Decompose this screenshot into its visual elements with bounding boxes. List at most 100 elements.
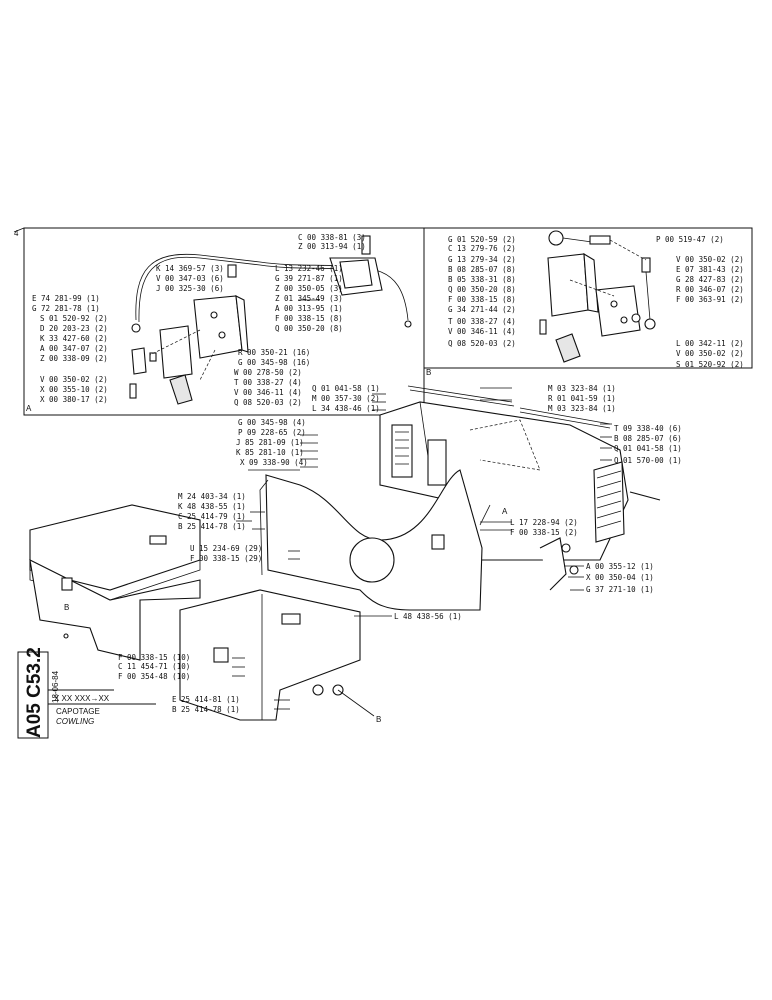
part-label: C 25 414-79 (1) — [178, 512, 246, 521]
part-label: B 08 285-07 (6) — [614, 434, 682, 443]
part-label: G 34 271-44 (2) — [448, 305, 516, 314]
panel-a-label: A — [26, 404, 32, 413]
part-label: G 72 281-78 (1) — [32, 304, 100, 313]
part-label: L 48 438-56 (1) — [394, 612, 462, 621]
part-label: F 00 363-91 (2) — [676, 295, 744, 304]
part-label: J 00 325-30 (6) — [156, 284, 224, 293]
part-label: T 09 338-40 (6) — [614, 424, 682, 433]
part-label: G 01 520-59 (2) — [448, 235, 516, 244]
part-label: V 00 350-02 (2) — [40, 375, 108, 384]
part-label: A 00 355-12 (1) — [586, 562, 654, 571]
part-label: V 00 346-11 (4) — [448, 327, 516, 336]
part-label: Z 00 338-09 (2) — [40, 354, 108, 363]
part-label: Q 01 041-58 (1) — [614, 444, 682, 453]
part-label: Q 00 350-20 (8) — [275, 324, 343, 333]
part-label: G 00 345-98 (16) — [238, 358, 310, 367]
part-label: K 33 427-60 (2) — [40, 334, 108, 343]
part-label: V 00 350-02 (2) — [676, 255, 744, 264]
part-label: Z 01 345-49 (3) — [275, 294, 343, 303]
ref-label-b: B — [376, 715, 381, 724]
panel-a-labels: C 00 338-81 (3) Z 00 313-94 (1) K 14 369… — [32, 233, 366, 407]
part-label: X 09 338-90 (4) — [240, 458, 308, 467]
drawing-code: A05 C53.2 — [24, 647, 45, 738]
part-label: F 00 338-15 (10) — [118, 653, 190, 662]
part-label: Q 00 350-20 (8) — [448, 285, 516, 294]
latch-assembly-a-illustration — [129, 235, 412, 405]
part-label: R 00 346-07 (2) — [676, 285, 744, 294]
part-label: E 07 381-43 (2) — [676, 265, 744, 274]
part-label: V 00 346-11 (4) — [234, 388, 302, 397]
part-label: T 00 338-27 (4) — [448, 317, 516, 326]
part-label: Q 08 520-03 (2) — [448, 339, 516, 348]
part-label: G 28 427-83 (2) — [676, 275, 744, 284]
part-label: L 13 232-46 (1) — [275, 264, 343, 273]
panel-b-labels: G 01 520-59 (2) C 13 279-76 (2) G 13 279… — [448, 235, 744, 369]
part-label: C 11 454-71 (10) — [118, 662, 190, 671]
serial-range: X XX XXX→XX — [54, 694, 110, 703]
title-fr: CAPOTAGE — [56, 707, 100, 716]
part-label: L 00 342-11 (2) — [676, 339, 744, 348]
latch-assembly-b-illustration — [539, 230, 656, 363]
part-label: K 48 438-55 (1) — [178, 502, 246, 511]
part-label: U 15 234-69 (29) — [190, 544, 262, 553]
part-label: R 00 350-21 (16) — [238, 348, 310, 357]
part-label: F 00 338-15 (29) — [190, 554, 262, 563]
part-label: F 00 354-48 (10) — [118, 672, 190, 681]
part-label: M 03 323-84 (1) — [548, 384, 616, 393]
part-label: P 00 519-47 (2) — [656, 235, 724, 244]
part-label: C 13 279-76 (2) — [448, 244, 516, 253]
part-label: C 00 338-81 (3) — [298, 233, 366, 242]
corner-mark: 4 — [14, 229, 19, 238]
detail-panel-b: B — [424, 227, 753, 377]
part-label: P 09 228-65 (2) — [238, 428, 306, 437]
part-label: Q 01 041-58 (1) — [312, 384, 380, 393]
part-label: K 85 281-10 (1) — [236, 448, 304, 457]
part-label: F 00 338-15 (2) — [510, 528, 578, 537]
part-label: G 39 271-87 (1) — [275, 274, 343, 283]
part-label: L 17 228-94 (2) — [510, 518, 578, 527]
part-label: Z 00 350-05 (3) — [275, 284, 343, 293]
part-label: G 00 345-98 (4) — [238, 418, 306, 427]
part-label: J 85 281-09 (1) — [236, 438, 304, 447]
ref-label-a: A — [502, 507, 508, 516]
part-label: F 00 338-15 (8) — [275, 314, 343, 323]
part-label: B 08 285-07 (8) — [448, 265, 516, 274]
part-label: A 00 347-07 (2) — [40, 344, 108, 353]
part-label: Z 00 313-94 (1) — [298, 242, 366, 251]
part-label: B 25 414-78 (1) — [178, 522, 246, 531]
part-label: M 00 357-30 (2) — [312, 394, 380, 403]
part-label: G 13 279-34 (2) — [448, 255, 516, 264]
part-label: R 01 041-59 (1) — [548, 394, 616, 403]
part-label: V 00 350-02 (2) — [676, 349, 744, 358]
part-label: L 34 438-46 (1) — [312, 404, 380, 413]
part-label: M 24 403-34 (1) — [178, 492, 246, 501]
part-label: G 37 271-10 (1) — [586, 585, 654, 594]
cowling-assembly-illustration — [29, 385, 661, 721]
part-label: S 01 520-92 (2) — [40, 314, 108, 323]
part-label: Q 08 520-03 (2) — [234, 398, 302, 407]
part-label: M 03 323-84 (1) — [548, 404, 616, 413]
title-block: A05 C53.2 18-06-84 X XX XXX→XX CAPOTAGE … — [17, 647, 156, 739]
part-label: X 00 380-17 (2) — [40, 395, 108, 404]
part-label: X 00 350-04 (1) — [586, 573, 654, 582]
part-label: X 00 355-10 (2) — [40, 385, 108, 394]
part-label: S 01 520-92 (2) — [676, 360, 744, 369]
main-labels: Q 01 041-58 (1) M 00 357-30 (2) L 34 438… — [64, 384, 682, 724]
part-label: V 00 347-03 (6) — [156, 274, 224, 283]
part-label: B 05 338-31 (8) — [448, 275, 516, 284]
part-label: Q 01 570-00 (1) — [614, 456, 682, 465]
revision-date: 18-06-84 — [51, 670, 60, 703]
part-label: B 25 414-78 (1) — [172, 705, 240, 714]
part-label: E 25 414-81 (1) — [172, 695, 240, 704]
part-label: A 00 313-95 (1) — [275, 304, 343, 313]
part-label: F 00 338-15 (8) — [448, 295, 516, 304]
part-label: E 74 281-99 (1) — [32, 294, 100, 303]
panel-b-label: B — [426, 368, 431, 377]
part-label: W 00 278-50 (2) — [234, 368, 302, 377]
ref-label-b: B — [64, 603, 69, 612]
part-label: K 14 369-57 (3) — [156, 264, 224, 273]
leader-lines — [232, 387, 612, 717]
part-label: D 20 203-23 (2) — [40, 324, 108, 333]
